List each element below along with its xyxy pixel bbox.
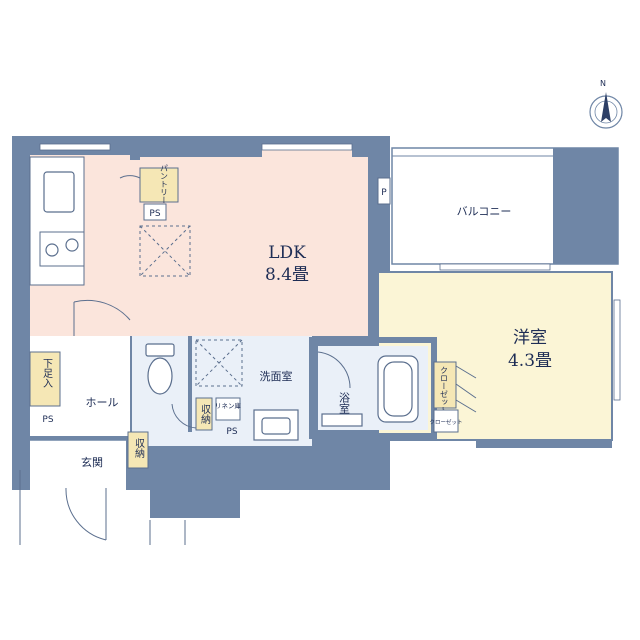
kitchen-sink-icon — [43, 171, 75, 213]
shoe-box — [29, 351, 61, 407]
closet — [433, 361, 457, 409]
ldk-window-strip — [262, 148, 352, 157]
closet-small-label: クローゼット — [429, 418, 462, 426]
closet-label: クローゼット — [440, 366, 449, 414]
pantry — [139, 167, 179, 203]
washing-machine-space — [195, 339, 243, 387]
bottom-wall-mass — [150, 440, 240, 518]
ldk-floor-main — [130, 157, 368, 336]
entrance-label: 玄関 — [81, 455, 103, 469]
entrance-floor — [30, 440, 126, 490]
refrigerator-space — [139, 225, 191, 277]
storage-entrance — [127, 431, 149, 469]
western-room-bottom-wall — [476, 440, 612, 448]
storage-washroom — [195, 397, 213, 431]
ldk-floor — [30, 155, 252, 285]
bath-step — [321, 413, 363, 427]
north-compass-icon: N — [589, 79, 623, 129]
window-balcony — [439, 263, 551, 271]
ps-label-hall: PS — [42, 415, 53, 425]
linen-closet — [215, 397, 241, 421]
svg-text:N: N — [600, 79, 606, 88]
toilet-tank — [145, 343, 175, 357]
toilet-icon — [147, 357, 173, 395]
closet-small — [433, 409, 459, 433]
pantry-label: パントリー — [160, 164, 169, 204]
stove-icon — [39, 231, 85, 267]
window-kitchen — [39, 143, 111, 151]
western-name: 洋室 — [513, 328, 547, 348]
ps-label-washroom: PS — [226, 427, 237, 437]
stove-burner-icon — [65, 238, 79, 252]
ldk-floor-left — [30, 285, 130, 336]
ps-box-ldk — [143, 203, 167, 221]
window-western — [613, 299, 621, 401]
western-size: 4.3畳 — [508, 351, 552, 371]
stove-burner-icon — [45, 243, 59, 257]
storage-entrance-label: 収納 — [133, 438, 145, 459]
balcony-label: バルコニー — [457, 205, 512, 218]
window-ldk — [261, 143, 353, 151]
ps-label-ldk: PS — [149, 209, 160, 219]
bath-label: 浴室 — [338, 392, 351, 414]
hall-label: ホール — [86, 396, 119, 409]
shoe-box-label: 下足入 — [41, 358, 53, 388]
balcony-right-wall — [553, 148, 618, 264]
p-box — [377, 177, 391, 205]
washroom-label: 洗面室 — [260, 369, 293, 383]
linen-label: リネン庫 — [215, 401, 242, 410]
p-label: P — [381, 188, 387, 198]
ldk-name: LDK — [268, 243, 306, 263]
storage-washroom-label: 収納 — [199, 404, 211, 425]
ldk-size: 8.4畳 — [265, 265, 309, 285]
